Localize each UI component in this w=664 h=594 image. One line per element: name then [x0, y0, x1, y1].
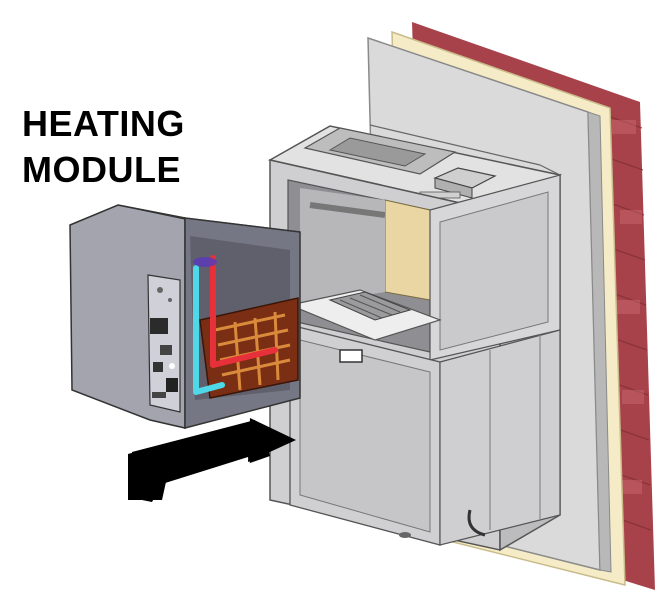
- heating-module-label-line-1: HEATING: [22, 103, 185, 144]
- heating-module-label-line-2: MODULE: [22, 149, 181, 190]
- hot-water-pipe: [210, 255, 278, 368]
- cold-water-pipe: [193, 265, 225, 395]
- removal-direction-arrow-icon: [128, 418, 296, 502]
- heating-module: [69, 204, 301, 429]
- main-cabinet: [269, 159, 561, 552]
